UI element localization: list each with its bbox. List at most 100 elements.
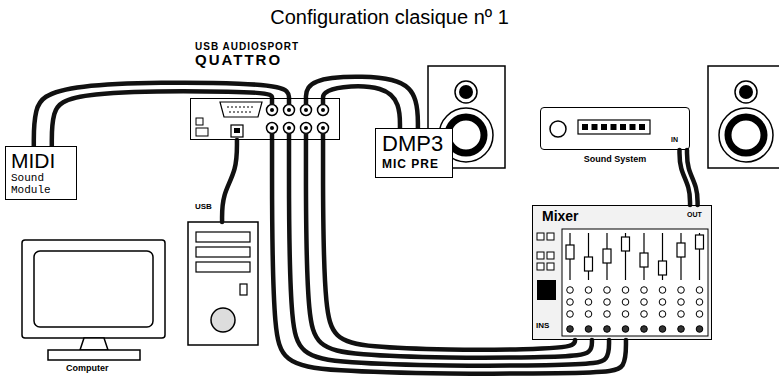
input-jack	[622, 326, 629, 333]
mixer-knob	[696, 311, 703, 318]
tweeter-cone	[459, 85, 473, 99]
mixer-knob	[585, 299, 592, 306]
mixer-button	[547, 233, 554, 240]
cable	[306, 77, 418, 128]
mixer-knob	[659, 287, 666, 294]
mixer-body	[532, 205, 712, 340]
fader-knob	[585, 257, 593, 271]
mixer-knob	[641, 299, 648, 306]
mixer-knob	[622, 311, 629, 318]
cable	[687, 150, 698, 205]
connector-pins	[227, 107, 255, 108]
db-connector	[220, 102, 262, 117]
cable	[323, 86, 400, 128]
power-socket	[196, 128, 208, 136]
mixer-knob	[622, 299, 629, 306]
usb-port-inner	[234, 128, 240, 133]
mixer-knob	[622, 287, 629, 294]
jack	[301, 105, 312, 116]
fader-group	[566, 233, 704, 332]
mixer-knob	[678, 311, 685, 318]
jack-hole	[270, 126, 274, 130]
mixer-knob	[604, 287, 611, 294]
device-name: USB AUDIOSPORT	[195, 41, 339, 52]
woofer-cone	[448, 117, 484, 153]
mixer-knob	[696, 287, 703, 294]
jack	[318, 105, 329, 116]
drive-bay	[196, 232, 250, 242]
input-jack	[567, 326, 574, 333]
jack-hole	[321, 126, 325, 130]
display-segment	[611, 124, 617, 130]
device-name: MIDI	[11, 149, 76, 172]
woofer	[719, 108, 773, 162]
input-jack	[678, 326, 685, 333]
jack	[301, 123, 312, 134]
mixer-knob	[604, 311, 611, 318]
connector-pins	[229, 112, 253, 113]
drive-bay	[196, 247, 250, 257]
fader-knob	[696, 235, 704, 249]
display-segment	[639, 124, 645, 130]
mixer-knob	[585, 287, 592, 294]
audio-interface: USB AUDIOSPORTQUATTRO	[190, 98, 340, 140]
mixer: Mixer	[532, 205, 712, 340]
display-segment	[592, 124, 598, 130]
mixer-knob	[659, 311, 666, 318]
jack	[267, 123, 278, 134]
title-holder: Configuration clasique nº 1	[0, 6, 779, 28]
jack	[284, 105, 295, 116]
fader-knob	[640, 253, 648, 267]
input-jack	[641, 326, 648, 333]
port-label: USB	[195, 203, 212, 212]
device-subtitle: QUATTRO	[195, 52, 339, 69]
mixer-knob	[641, 311, 648, 318]
mixer-button	[537, 252, 544, 259]
mixer-knob	[678, 287, 685, 294]
jack-hole	[304, 108, 308, 112]
display-segment	[601, 124, 607, 130]
mixer-knob	[585, 311, 592, 318]
device-subtitle: MIC PRE	[382, 158, 452, 171]
port-label: OUT	[687, 211, 702, 219]
diagram-title: Configuration clasique nº 1	[0, 6, 779, 28]
input-jack	[604, 326, 611, 333]
jack-hole	[321, 108, 325, 112]
mixer-knob	[567, 311, 574, 318]
cable	[52, 91, 272, 146]
device-name: Sound System	[541, 155, 689, 165]
device-name: DMP3	[382, 132, 452, 156]
midi-module: MIDISound Module	[5, 146, 77, 200]
jack	[284, 123, 295, 134]
power-button	[211, 308, 235, 332]
jack-group	[267, 98, 329, 140]
mixer-button	[547, 252, 554, 259]
display-segments	[582, 124, 645, 130]
jack-hole	[304, 126, 308, 130]
fader-knob	[566, 245, 574, 259]
mixer-knob	[604, 299, 611, 306]
label-holder: OUT	[687, 211, 702, 219]
mixer-knob	[678, 299, 685, 306]
tweeter-cone	[739, 85, 753, 99]
cable	[222, 140, 237, 222]
mixer-button	[537, 263, 544, 270]
device-name: Computer	[66, 364, 262, 374]
mixer-knob	[696, 299, 703, 306]
monitor	[22, 240, 165, 338]
mixer-button	[547, 263, 554, 270]
sound-system: Sound System	[540, 107, 690, 150]
display-segment	[620, 124, 626, 130]
fader-knob	[622, 237, 630, 251]
tweeter	[735, 81, 757, 103]
jack	[267, 105, 278, 116]
monitor-base	[48, 350, 140, 360]
screen	[34, 251, 153, 327]
power-led	[240, 284, 247, 295]
label-holder: IN	[671, 136, 678, 144]
mixer-knob	[567, 299, 574, 306]
input-jack	[696, 326, 703, 333]
usb-port	[231, 125, 243, 137]
